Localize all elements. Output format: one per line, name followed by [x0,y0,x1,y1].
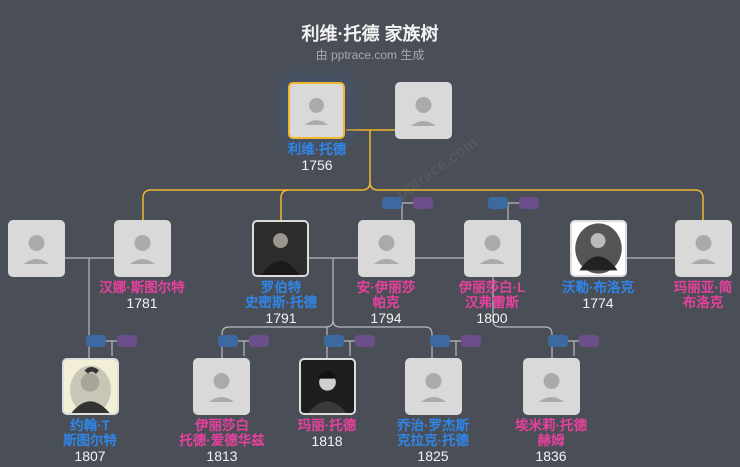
person-name: 伊丽莎白·L [458,280,526,295]
person-placeholder-icon [130,235,155,264]
person-year: 1813 [206,448,238,464]
person-card-spouse[interactable] [395,82,452,139]
person-card[interactable] [464,220,521,277]
person-card[interactable] [252,220,309,277]
person-name: 玛丽·托德 [297,418,357,433]
person-name: 罗伯特 [260,280,302,295]
person-year: 1781 [126,295,158,311]
father-badge[interactable] [86,335,106,347]
person-name: 帕克 [372,295,400,310]
portrait-photo [301,360,354,413]
person-placeholder-icon [480,235,505,264]
father-badge[interactable] [430,335,450,347]
person-name: 布洛克 [682,295,724,310]
father-badge[interactable] [324,335,344,347]
mother-badge[interactable] [413,197,433,209]
portrait-photo [254,222,307,275]
person-card[interactable] [8,220,65,277]
mother-badge[interactable] [579,335,599,347]
person-card[interactable] [193,358,250,415]
person-year: 1825 [417,448,449,464]
portrait-photo [70,365,111,413]
person-year: 1807 [74,448,106,464]
page-title: 利维·托德 家族树 [301,24,439,44]
person-name: 伊丽莎白 [195,418,249,433]
person-card[interactable] [570,220,627,277]
person-card[interactable] [405,358,462,415]
person-card[interactable] [62,358,119,415]
person-placeholder-icon [539,373,564,402]
father-badge[interactable] [488,197,508,209]
person-placeholder-icon [421,373,446,402]
mother-badge[interactable] [519,197,539,209]
person-placeholder-icon [374,235,399,264]
person-year: 1818 [311,433,343,449]
person-name: 乔治·罗杰斯 [397,418,469,433]
mother-badge[interactable] [117,335,137,347]
person-name: 托德·爱德华兹 [179,433,265,448]
father-badge[interactable] [382,197,402,209]
person-name: 利维·托德 [287,142,347,157]
person-card[interactable] [114,220,171,277]
person-card[interactable] [675,220,732,277]
person-placeholder-icon [209,373,234,402]
mother-badge[interactable] [355,335,375,347]
person-name: 克拉克·托德 [397,433,469,448]
person-name: 沃勒·布洛克 [562,280,634,295]
person-placeholder-icon [411,97,436,126]
mother-badge[interactable] [249,335,269,347]
person-name: 埃米莉·托德 [515,418,587,433]
person-card[interactable] [299,358,356,415]
person-year: 1836 [535,448,567,464]
person-name: 玛丽亚·简 [673,280,733,295]
person-year: 1756 [301,157,333,173]
father-badge[interactable] [218,335,238,347]
person-name: 斯图尔特 [63,433,117,448]
person-name: 史密斯·托德 [245,295,317,310]
person-placeholder-icon [304,97,329,125]
person-card[interactable] [358,220,415,277]
person-label: 玛丽亚·简布洛克 [633,280,740,310]
person-name: 汉娜·斯图尔特 [99,280,185,295]
person-year: 1774 [582,295,614,311]
person-name: 约翰·T [70,418,110,433]
person-placeholder-icon [691,235,716,264]
family-lines [65,202,675,358]
page-subtitle: 由 pptrace.com 生成 [315,48,425,62]
portrait-photo [575,223,622,274]
person-name: 安·伊丽莎 [356,280,416,295]
mother-badge[interactable] [461,335,481,347]
person-name: 赫姆 [537,433,565,448]
person-placeholder-icon [24,235,49,264]
person-name: 汉弗雷斯 [465,295,519,310]
person-year: 1800 [476,310,508,326]
person-card[interactable] [523,358,580,415]
father-badge[interactable] [548,335,568,347]
root-descendant-lines [142,129,704,220]
person-year: 1794 [370,310,402,326]
person-card-root[interactable] [288,82,345,139]
person-year: 1791 [265,310,297,326]
